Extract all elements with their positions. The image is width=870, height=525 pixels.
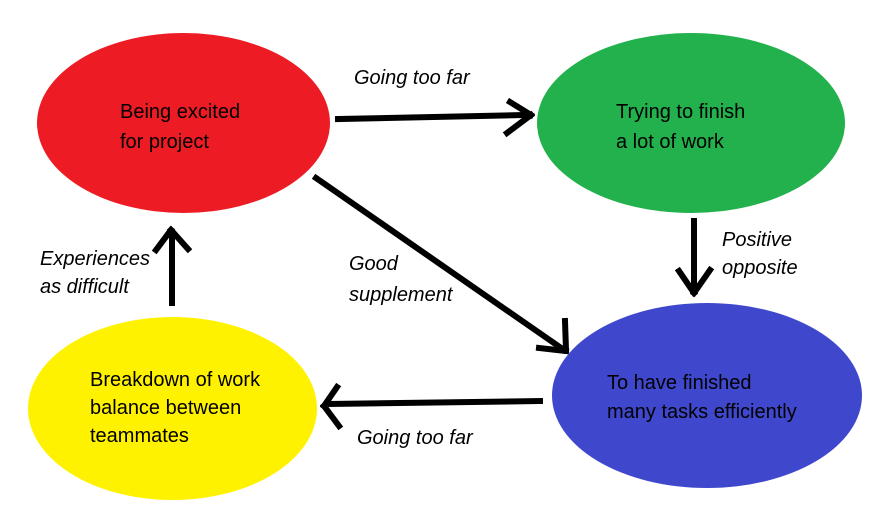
node-finished-tasks-label: To have finished many tasks efficiently: [607, 372, 797, 423]
edge-label-experiences-as-difficult: Experiences as difficult: [40, 248, 151, 298]
edge-label-going-too-far-bottom: Going too far: [357, 427, 473, 449]
node-finished-tasks: To have finished many tasks efficiently: [552, 303, 862, 488]
node-trying-to-finish: Trying to finish a lot of work: [537, 33, 845, 213]
edge-label-good-supplement: Good supplement: [349, 253, 453, 306]
edge-label-positive-opposite: Positive opposite: [722, 229, 798, 279]
edge-label-going-too-far-top: Going too far: [354, 67, 470, 89]
arrow-excited-to-trying: [334, 97, 536, 138]
node-trying-to-finish-label: Trying to finish a lot of work: [616, 101, 746, 153]
node-being-excited: Being excited for project: [37, 33, 330, 213]
node-being-excited-label: Being excited for project: [120, 101, 241, 153]
arrow-breakdown-to-excited: [151, 225, 193, 306]
arrow-trying-to-finished: [674, 218, 715, 298]
node-work-balance-breakdown-label: Breakdown of work balance between teamma…: [90, 369, 261, 447]
arrow-finished-to-breakdown: [319, 382, 544, 431]
node-work-balance-breakdown: Breakdown of work balance between teamma…: [28, 317, 317, 500]
